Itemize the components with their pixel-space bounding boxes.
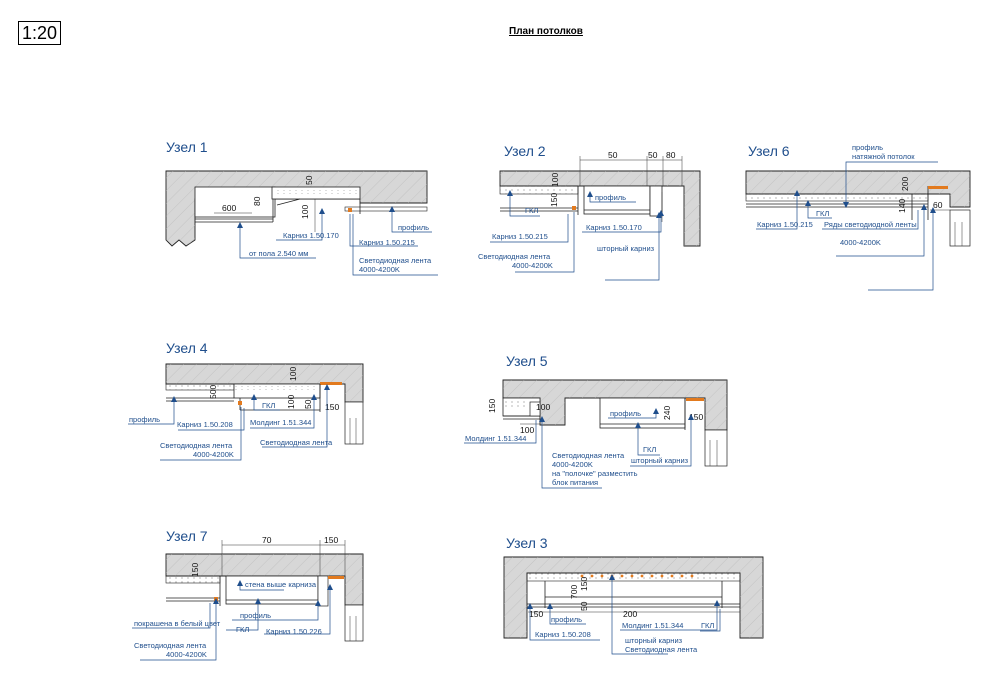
node-3-title: Узел 7	[166, 528, 208, 544]
node-2-dim: 50	[303, 399, 313, 409]
node-7-label: Карниз 1.50.215	[757, 220, 813, 229]
node-4-dim: 100	[550, 173, 560, 187]
node-7-label: Ряды светодиодной ленты	[824, 220, 917, 229]
node-1-dim: 50	[304, 175, 314, 185]
node-4-label: Карниз 1.50.170	[586, 223, 642, 232]
node-4-dim: 80	[666, 150, 676, 160]
node-1-label: Светодиодная лента	[359, 256, 432, 265]
node-1-label: Карниз 1.50.215	[359, 238, 415, 247]
scale-label: 1:20	[18, 21, 62, 45]
node-6-dim: 200	[623, 609, 637, 619]
node-6-label: Светодиодная лента	[625, 645, 698, 654]
node-3-label: профиль	[240, 611, 271, 620]
node-5-dim: 150	[487, 399, 497, 413]
node-2-label: Молдинг 1.51.344	[250, 418, 311, 427]
node-1-dim: 600	[222, 203, 236, 213]
node-2-label: Светодиодная лента	[160, 441, 233, 450]
node-3: Узел 7 70 150 150 стена выше карниза пок…	[132, 528, 364, 661]
node-5-label: 4000-4200K	[552, 460, 593, 469]
node-1-dim: 100	[300, 205, 310, 219]
node-4-label: Карниз 1.50.215	[492, 232, 548, 241]
node-6-title: Узел 3	[506, 535, 548, 551]
node-2-dim: 500	[208, 385, 218, 399]
node-3-label: покрашена в белый цвет	[134, 619, 221, 628]
node-6-dim: 50	[579, 601, 589, 611]
node-3-dim: 70	[262, 535, 272, 545]
node-7-label: ГКЛ	[816, 209, 829, 218]
node-1-label: Карниз 1.50.170	[283, 231, 339, 240]
node-2-label: профиль	[129, 415, 160, 424]
node-3-label: Светодиодная лента	[134, 641, 207, 650]
node-4-label: Светодиодная лента	[478, 252, 551, 261]
node-1-title: Узел 1	[166, 139, 208, 155]
node-7-label: 4000-4200K	[840, 238, 881, 247]
sheet-title: План потолков	[509, 26, 583, 37]
node-2-label: Карниз 1.50.208	[177, 420, 233, 429]
node-6-dim: 150	[529, 609, 543, 619]
node-4: Узел 2 50 50 80 100 150 ГКЛ профиль Карн…	[478, 143, 701, 281]
node-3-dim: 150	[190, 563, 200, 577]
node-6-dim: 700	[569, 585, 579, 599]
node-6-dim: 150	[579, 577, 589, 591]
node-5-dim: 240	[662, 406, 672, 420]
node-1-label: профиль	[398, 223, 429, 232]
node-5-label: ГКЛ	[643, 445, 656, 454]
node-1: Узел 1 600 80 50 100 от пола 2.540 мм Ка…	[165, 139, 438, 276]
node-5-dim: 100	[536, 402, 550, 412]
node-4-label: 4000-4200K	[512, 261, 553, 270]
node-1-dim: 80	[252, 196, 262, 206]
node-5-label: на "полочке" разместить	[552, 469, 638, 478]
node-7-title: Узел 6	[748, 143, 790, 159]
node-3-label: ГКЛ	[236, 625, 249, 634]
node-7: Узел 6 200 140 60 профиль натяжной потол…	[745, 143, 971, 291]
node-2-title: Узел 4	[166, 340, 208, 356]
led-rows	[580, 574, 694, 578]
node-6-label: Карниз 1.50.208	[535, 630, 591, 639]
node-2-label: ГКЛ	[262, 401, 275, 410]
node-5-label: профиль	[610, 409, 641, 418]
node-5-label: Молдинг 1.51.344	[465, 434, 526, 443]
node-4-label: ГКЛ	[525, 206, 538, 215]
node-4-dim: 50	[648, 150, 658, 160]
node-3-label: Карниз 1.50.226	[266, 627, 322, 636]
node-6-label: профиль	[551, 615, 582, 624]
node-7-label: профиль	[852, 143, 883, 152]
node-4-title: Узел 2	[504, 143, 546, 159]
node-7-dim: 140	[897, 199, 907, 213]
node-4-dim: 150	[549, 193, 559, 207]
node-1-label: 4000-4200K	[359, 265, 400, 274]
node-2-label: 4000-4200K	[193, 450, 234, 459]
node-2-dim: 100	[288, 367, 298, 381]
node-2-dim: 100	[286, 395, 296, 409]
node-2: Узел 4 500 100 100 50 150 ГКЛ профиль Ка…	[128, 340, 364, 461]
node-4-label: профиль	[595, 193, 626, 202]
node-6-label: шторный карниз	[625, 636, 683, 645]
node-2-label: Светодиодная лента	[260, 438, 333, 447]
node-3-dim: 150	[324, 535, 338, 545]
node-7-dim: 200	[900, 177, 910, 191]
node-7-dim: 60	[933, 200, 943, 210]
node-3-label: 4000-4200K	[166, 650, 207, 659]
node-5: Узел 5 150 100 100 240 150 профиль Молди…	[464, 353, 728, 489]
node-5-dim: 100	[520, 425, 534, 435]
node-5-label: Светодиодная лента	[552, 451, 625, 460]
node-7-label: натяжной потолок	[852, 152, 915, 161]
node-4-dim: 50	[608, 150, 618, 160]
node-4-label: шторный карниз	[597, 244, 655, 253]
node-5-label: блок питания	[552, 478, 598, 487]
node-6-label: Молдинг 1.51.344	[622, 621, 683, 630]
node-5-label: шторный карниз	[631, 456, 689, 465]
node-6-label: ГКЛ	[701, 621, 714, 630]
node-5-title: Узел 5	[506, 353, 548, 369]
node-1-label: от пола 2.540 мм	[249, 249, 308, 258]
node-2-dim: 150	[325, 402, 339, 412]
node-6: Узел 3 700 150 50 150 200 профиль Карниз	[503, 535, 764, 655]
node-5-dim: 150	[689, 412, 703, 422]
node-3-label: стена выше карниза	[245, 580, 317, 589]
